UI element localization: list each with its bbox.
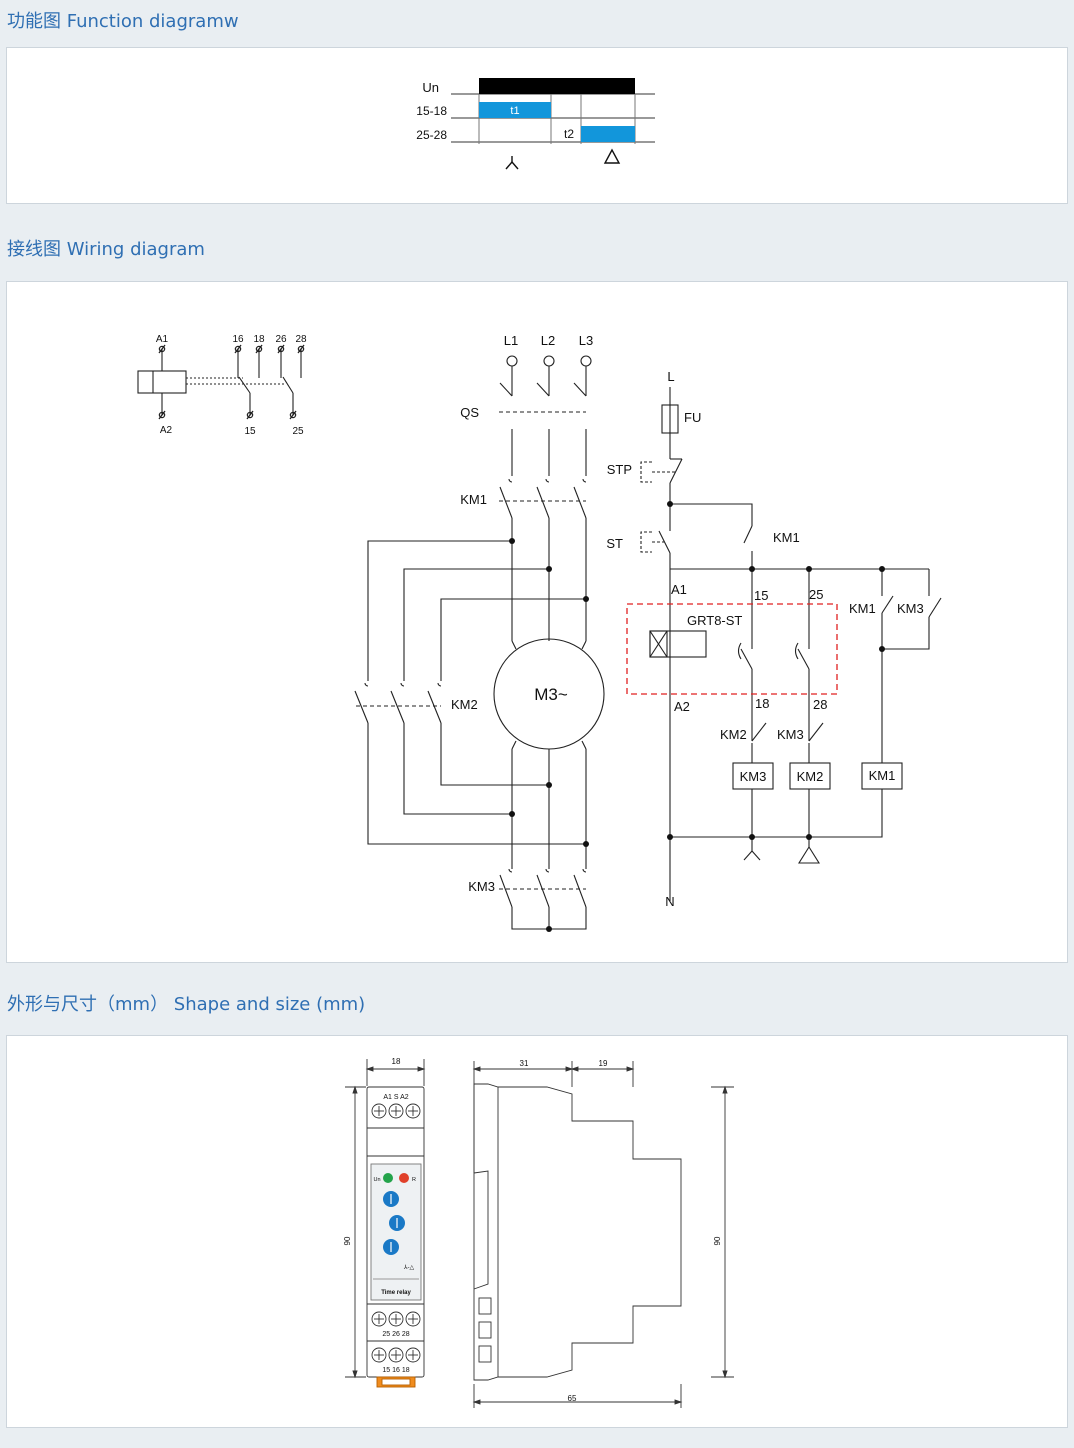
dim-front-height: 90 xyxy=(343,1236,352,1245)
label-fu: FU xyxy=(684,410,701,425)
label-km1-main: KM1 xyxy=(460,492,487,507)
wiring-diagram-title: 接线图 Wiring diagram xyxy=(7,239,205,260)
label-km3-main: KM3 xyxy=(468,879,495,894)
wiring-diagram: A1 A2 16 18 26 28 15 25 L1 L2 L3 QS KM1 … xyxy=(137,333,942,932)
dim-side-top-left: 31 xyxy=(520,1059,529,1068)
label-km2-nc: KM2 xyxy=(720,727,747,742)
row-label-25-28: 25-28 xyxy=(416,128,447,142)
label-km1-contact: KM1 xyxy=(773,530,800,545)
label-relay-name: GRT8-ST xyxy=(687,613,742,628)
label-km3-aux: KM3 xyxy=(897,601,924,616)
label-un: Un xyxy=(373,1177,380,1183)
front-view xyxy=(345,1059,426,1379)
label-product: Time relay xyxy=(381,1290,411,1296)
wiring-diagram-panel: A1 A2 16 18 26 28 15 25 L1 L2 L3 QS KM1 … xyxy=(6,281,1068,963)
label-t28: 28 xyxy=(813,697,827,712)
label-km2-main: KM2 xyxy=(451,697,478,712)
delta-symbol-icon xyxy=(603,148,621,164)
t2-bar xyxy=(581,126,635,142)
l2-terminal xyxy=(543,355,555,367)
row-label-15-18: 15-18 xyxy=(416,104,447,118)
star-symbol-icon xyxy=(505,156,519,170)
shape-size-panel: 18 90 A1 S A2 Un R ⅄-△ Time relay 25 26 … xyxy=(6,1035,1068,1428)
t1-label: t1 xyxy=(510,105,519,117)
control-circuit xyxy=(640,387,942,901)
label-16: 16 xyxy=(232,334,244,345)
label-coil-km1: KM1 xyxy=(869,768,896,783)
label-15: 15 xyxy=(244,426,256,437)
label-st: ST xyxy=(606,536,623,551)
km3-coil xyxy=(732,762,774,790)
label-26: 26 xyxy=(275,334,287,345)
label-r: R xyxy=(412,1177,416,1183)
screw-terminals-middle xyxy=(371,1311,421,1327)
label-coil-km3: KM3 xyxy=(740,769,767,784)
row-label-un: Un xyxy=(422,80,439,95)
t2-label: t2 xyxy=(564,127,574,141)
label-km1-aux: KM1 xyxy=(849,601,876,616)
l1-terminal xyxy=(506,355,518,367)
function-diagram-title: 功能图 Function diagramw xyxy=(7,11,239,32)
label-18: 18 xyxy=(253,334,265,345)
label-a1-control: A1 xyxy=(671,582,687,597)
label-25: 25 xyxy=(292,426,304,437)
side-view xyxy=(472,1061,734,1408)
front-face-plate xyxy=(370,1163,422,1301)
function-diagram-panel: Un 15-18 25-28 t1 t2 xyxy=(6,47,1068,204)
label-t18: 18 xyxy=(755,696,769,711)
un-led-icon xyxy=(383,1173,393,1183)
label-a2-control: A2 xyxy=(674,699,690,714)
power-circuit xyxy=(354,355,605,930)
label-l2: L2 xyxy=(541,333,555,348)
function-diagram: Un 15-18 25-28 t1 t2 xyxy=(416,78,655,170)
label-l: L xyxy=(667,369,674,384)
label-l3: L3 xyxy=(579,333,593,348)
un-signal-bar xyxy=(479,78,635,94)
label-mid-terminals: 25 26 28 xyxy=(382,1331,409,1338)
dim-front-width: 18 xyxy=(392,1057,401,1066)
dim-side-top-right: 19 xyxy=(599,1059,608,1068)
label-km3-nc: KM3 xyxy=(777,727,804,742)
relay-symbol xyxy=(137,344,305,420)
label-28: 28 xyxy=(295,334,307,345)
label-motor: M3~ xyxy=(534,685,568,704)
relay-boundary xyxy=(626,603,838,695)
label-qs: QS xyxy=(460,405,479,420)
label-a2-symbol: A2 xyxy=(160,425,173,436)
label-t15: 15 xyxy=(754,588,768,603)
label-mode: ⅄-△ xyxy=(403,1264,415,1271)
label-top-terminals: A1 S A2 xyxy=(383,1094,408,1101)
label-l1: L1 xyxy=(504,333,518,348)
dimension-drawing: 18 90 A1 S A2 Un R ⅄-△ Time relay 25 26 … xyxy=(343,1057,734,1408)
delta-icon xyxy=(798,845,820,864)
shape-size-title: 外形与尺寸（mm） Shape and size (mm) xyxy=(7,994,366,1015)
t1-bar xyxy=(479,102,551,118)
screw-terminals-bottom xyxy=(371,1347,421,1363)
screw-terminals-top xyxy=(371,1103,421,1119)
label-n: N xyxy=(665,894,674,909)
label-t25: 25 xyxy=(809,587,823,602)
l3-terminal xyxy=(580,355,592,367)
label-bottom-terminals: 15 16 18 xyxy=(382,1367,409,1374)
km2-coil xyxy=(789,762,831,790)
label-a1-symbol: A1 xyxy=(156,334,169,345)
label-coil-km2: KM2 xyxy=(797,769,824,784)
dim-side-height: 90 xyxy=(713,1236,722,1245)
label-stp: STP xyxy=(607,462,632,477)
r-led-icon xyxy=(399,1173,409,1183)
dim-side-bottom: 65 xyxy=(568,1394,577,1403)
